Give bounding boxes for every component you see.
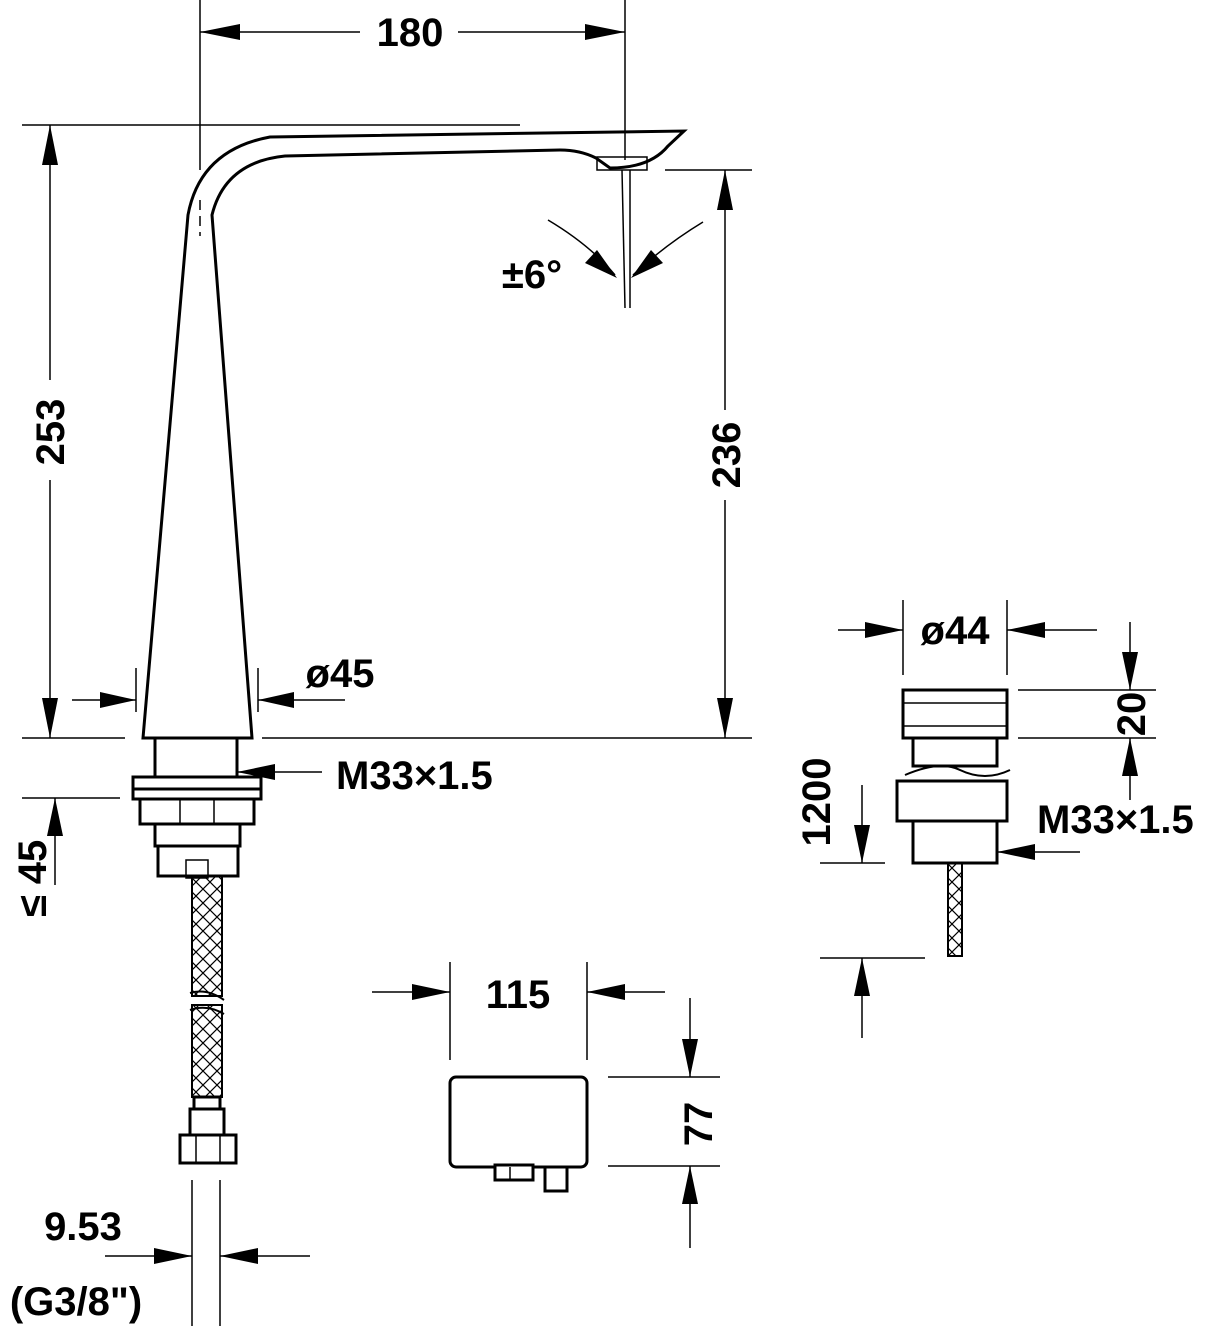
dim-spout-reach: 180: [377, 11, 444, 55]
dim-cable-length: 1200: [795, 758, 839, 847]
faucet-body: [131, 0, 688, 879]
dim-mount-thickness-symbol: ≤: [11, 895, 55, 917]
braided-hose: [178, 875, 238, 1165]
dim-outlet-height: 236: [705, 422, 749, 489]
dim-swivel-angle: ±6°: [502, 253, 562, 297]
dim-thread-main: M33×1.5: [336, 754, 493, 798]
sensor-unit: [895, 688, 1011, 957]
dim-sensor-thread: M33×1.5: [1037, 798, 1194, 842]
dim-sensor-diameter: ø44: [921, 609, 991, 653]
dim-mount-thickness: 45: [11, 840, 55, 885]
dim-base-diameter: ø45: [306, 652, 375, 696]
dimension-lines: [22, 0, 1156, 1326]
dim-total-height: 253: [29, 399, 73, 466]
dim-sensor-height: 20: [1110, 692, 1154, 737]
dim-hose-diameter: 9.53: [44, 1205, 122, 1249]
dim-box-height: 77: [677, 1102, 721, 1147]
control-box: [448, 1075, 589, 1193]
dim-hose-connection: (G3/8"): [10, 1280, 142, 1324]
dim-box-width: 115: [486, 973, 551, 1017]
